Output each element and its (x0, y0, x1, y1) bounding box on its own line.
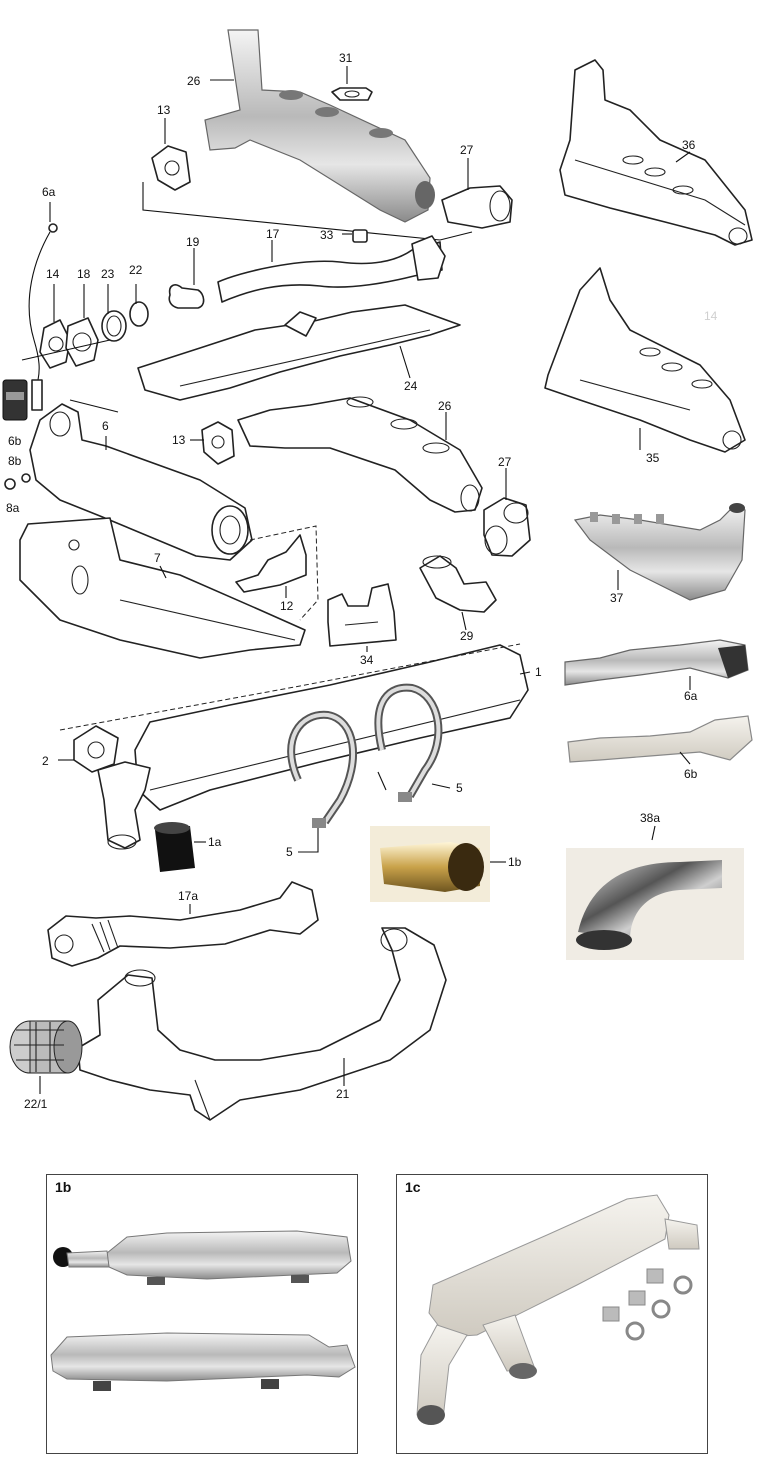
label-38a: 38a (640, 811, 660, 825)
photo-panel-1b-title: 1b (55, 1179, 72, 1195)
muffler-1b-upper (53, 1230, 352, 1285)
label-22: 22 (129, 263, 143, 277)
label-1b-inline: 1b (508, 855, 522, 869)
muffler-6 (29, 403, 253, 561)
tailpipe-elbow (97, 761, 151, 850)
label-26-top: 26 (187, 74, 201, 88)
pipe-6b-right (567, 715, 753, 763)
photo-panel-1c-title: 1c (405, 1179, 421, 1195)
shield-7 (19, 517, 306, 659)
heat-exchanger-top (204, 29, 435, 223)
pipe-17 (217, 235, 446, 303)
sensor-6b-left (2, 379, 28, 421)
label-6a-right: 6a (684, 689, 698, 703)
label-1: 1 (535, 665, 542, 679)
label-17a: 17a (178, 889, 198, 903)
photo-panel-1b: 1b (46, 1174, 358, 1454)
bracket-12 (235, 534, 307, 593)
label-6: 6 (102, 419, 109, 433)
label-35: 35 (646, 451, 660, 465)
label-5-left: 5 (286, 845, 293, 859)
label-34: 34 (360, 653, 374, 667)
heat-exchanger-26-mid (201, 396, 483, 513)
label-13-mid: 13 (172, 433, 186, 447)
tail-tip-1a (154, 822, 195, 872)
label-7: 7 (154, 551, 161, 565)
label-21: 21 (336, 1087, 350, 1101)
pipe-17a (47, 881, 319, 967)
muffler-1c-photo (416, 1194, 700, 1425)
flange-13-top (151, 145, 191, 191)
gasket-31 (331, 87, 373, 101)
heat-shield-24 (137, 304, 461, 401)
muffler-1b-photos (50, 1230, 356, 1391)
label-22-1: 22/1 (24, 1097, 48, 1111)
label-27-mid: 27 (498, 455, 512, 469)
main-muffler-1 (134, 644, 529, 811)
leader-lines (39, 66, 691, 1094)
label-26-mid: 26 (438, 399, 452, 413)
label-37: 37 (610, 591, 624, 605)
label-8b: 8b (8, 454, 22, 468)
label-18: 18 (77, 267, 91, 281)
elbow-27-mid (483, 497, 531, 557)
muffler-1c-fittings (602, 1268, 693, 1341)
pipe-21 (77, 927, 447, 1121)
clamp-strap-left (287, 710, 357, 828)
callout-labels: 26 31 13 27 36 6a 19 17 33 14 18 23 22 1… (6, 51, 718, 1111)
label-13-top: 13 (157, 103, 171, 117)
bolt-8a (4, 478, 16, 490)
elbow-38a-photo (566, 848, 744, 960)
sensor-6a-left (28, 223, 58, 411)
catalyst-6a-right (564, 639, 749, 686)
clamp-strap-right (374, 683, 443, 802)
label-2: 2 (42, 754, 49, 768)
cap-33 (352, 229, 368, 243)
muffler-1b-lower (50, 1332, 356, 1391)
label-27-top: 27 (460, 143, 474, 157)
header-37 (573, 503, 746, 601)
nut-8b (21, 473, 31, 483)
label-6a-left: 6a (42, 185, 56, 199)
gasket-set (39, 301, 149, 369)
heat-exchanger-36 (559, 59, 753, 246)
label-8a: 8a (6, 501, 20, 515)
label-6b-right: 6b (684, 767, 698, 781)
label-24: 24 (404, 379, 418, 393)
label-14-ghost: 14 (704, 309, 718, 323)
label-23: 23 (101, 267, 115, 281)
label-6b-left: 6b (8, 434, 22, 448)
label-19: 19 (186, 235, 200, 249)
label-5-right: 5 (456, 781, 463, 795)
heat-exchanger-35 (544, 267, 746, 453)
label-33: 33 (320, 228, 334, 242)
elbow-27-top (441, 185, 513, 229)
label-1a: 1a (208, 835, 222, 849)
label-36: 36 (682, 138, 696, 152)
label-29: 29 (460, 629, 474, 643)
clamp-19 (168, 284, 205, 309)
elbow-29 (419, 555, 497, 613)
bracket-34 (327, 583, 397, 647)
label-17: 17 (266, 227, 280, 241)
filter-22-1 (9, 1020, 83, 1074)
photo-panel-1c: 1c (396, 1174, 708, 1454)
label-14: 14 (46, 267, 60, 281)
muffler-1c-body (416, 1194, 700, 1425)
tail-tip-1b-photo (370, 826, 490, 902)
label-12: 12 (280, 599, 294, 613)
label-31: 31 (339, 51, 353, 65)
flange-2 (73, 725, 119, 773)
